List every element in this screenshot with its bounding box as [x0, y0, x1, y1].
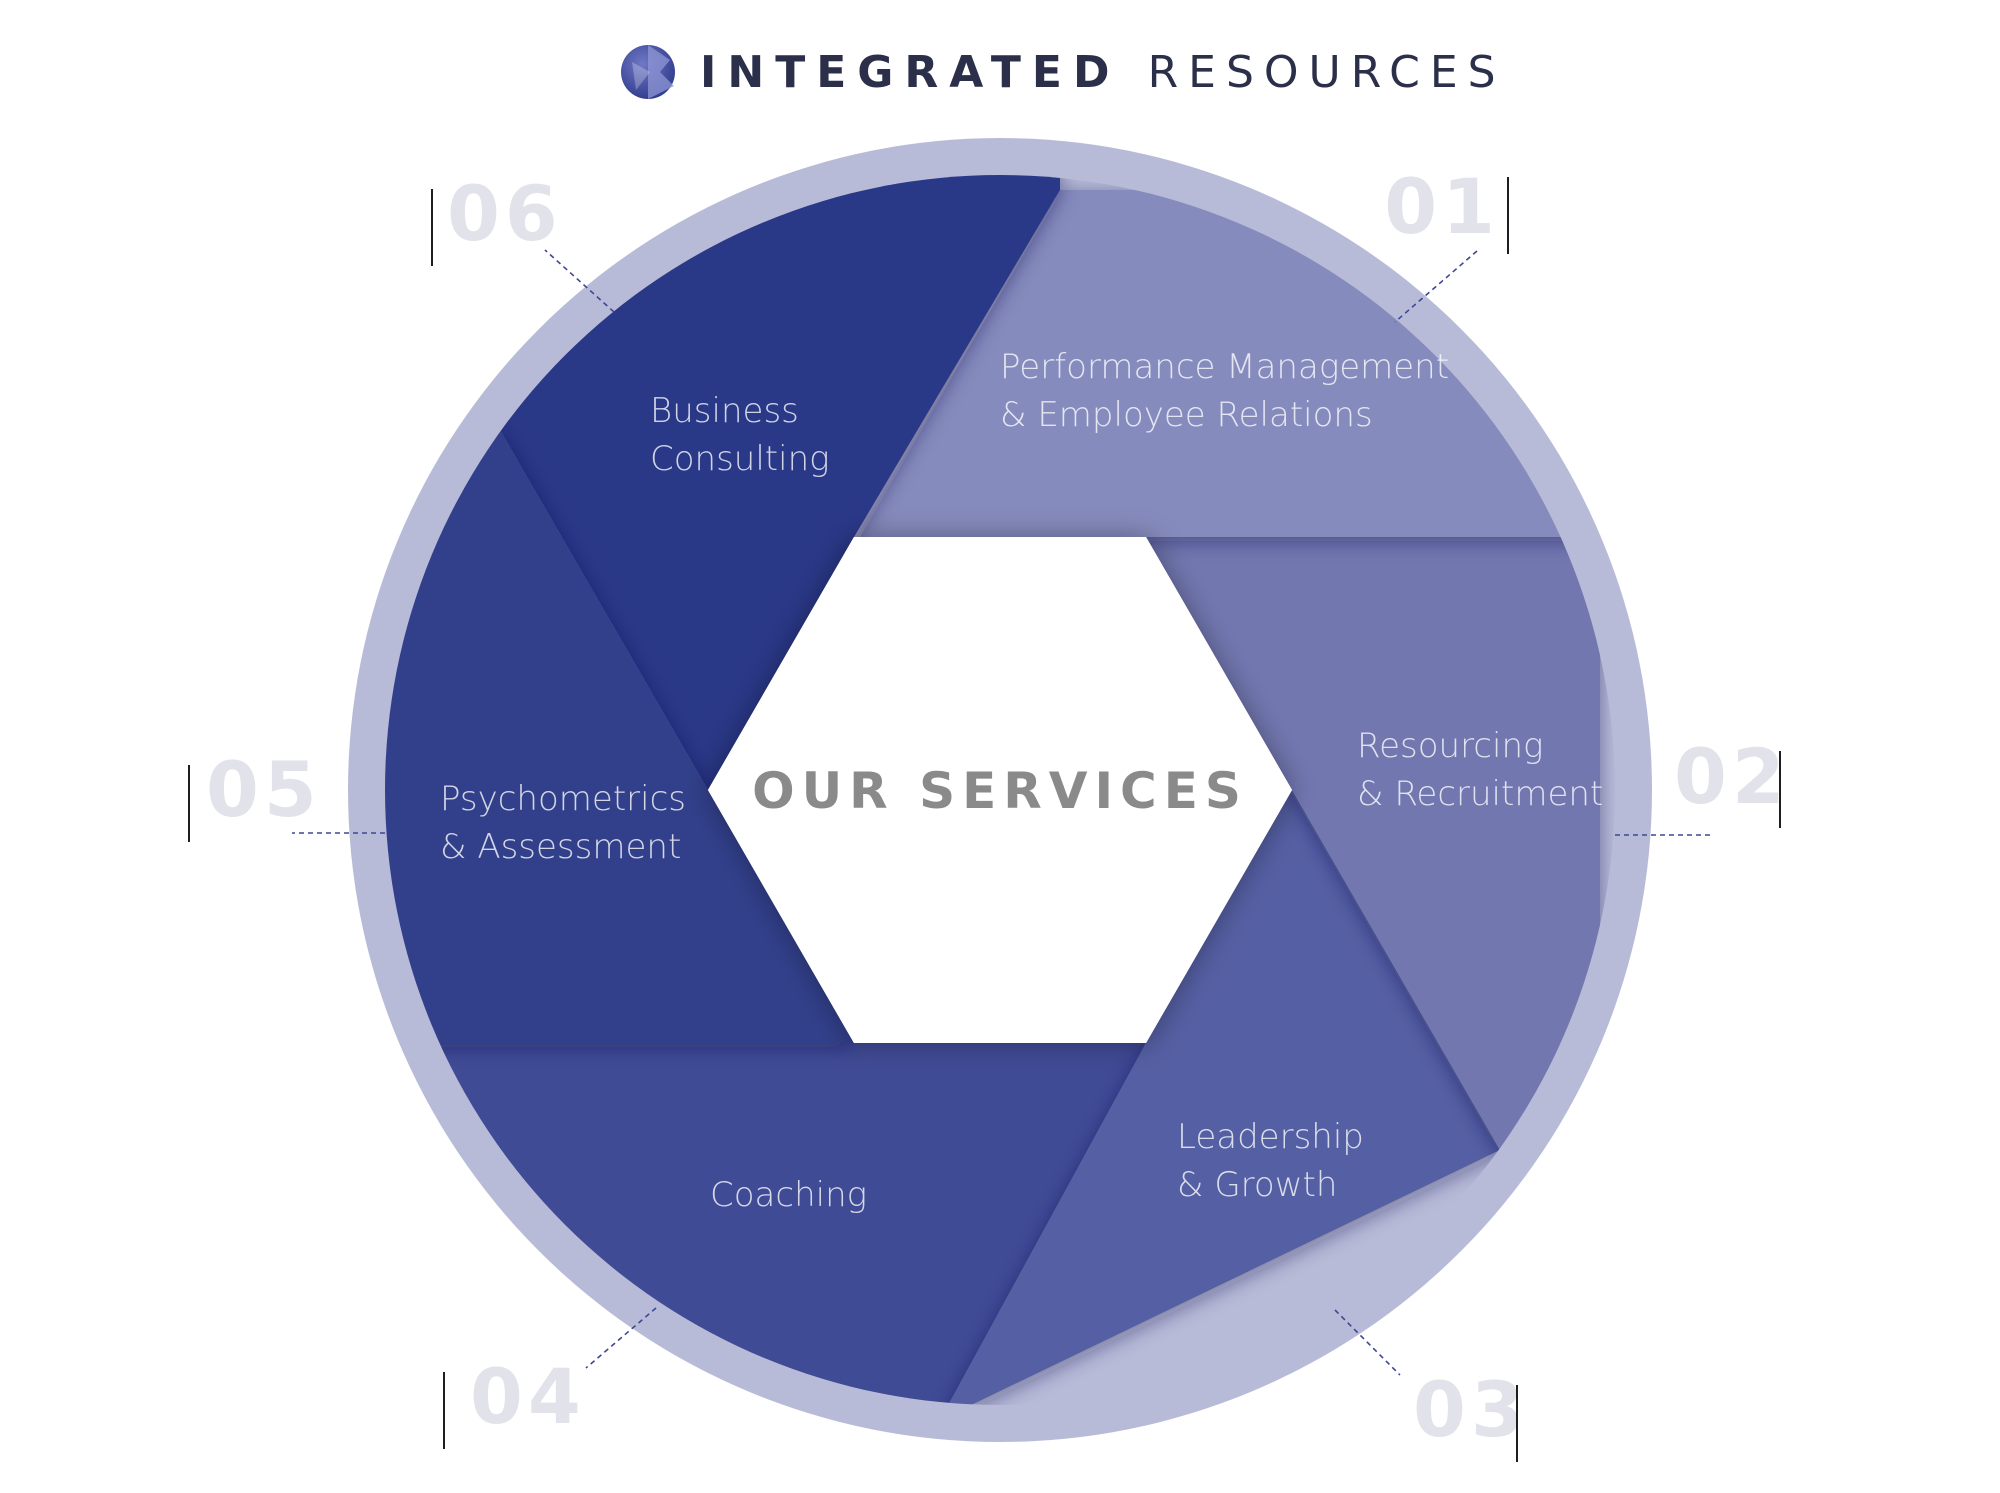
- service-label-01: Performance Management & Employee Relatio…: [1000, 347, 1449, 435]
- leader-line-04: [585, 1307, 657, 1369]
- service-number-06: 06: [447, 169, 563, 258]
- service-label-02: Resourcing & Recruitment: [1357, 726, 1603, 814]
- service-label-line: Leadership: [1177, 1117, 1364, 1157]
- service-label-line: Psychometrics: [440, 779, 686, 819]
- service-label-line: Resourcing: [1357, 726, 1543, 766]
- service-label-line: & Growth: [1177, 1165, 1337, 1205]
- sphere-logo-icon: [621, 45, 675, 99]
- center-title: OUR SERVICES: [752, 762, 1248, 820]
- leader-line-01: [1394, 250, 1478, 323]
- service-number-02: 02: [1674, 732, 1790, 821]
- segment-06: [500, 175, 1060, 790]
- service-label-line: Performance Management: [1000, 347, 1449, 387]
- service-label-line: & Assessment: [440, 827, 681, 867]
- brand-header: INTEGRATED RESOURCES: [621, 45, 1506, 99]
- service-label-05: Psychometrics & Assessment: [440, 779, 686, 867]
- segment-02: [1146, 537, 1600, 1160]
- callouts-group: 01 02 03 04 05 06: [188, 162, 1790, 1462]
- leader-line-03: [1334, 1309, 1401, 1376]
- service-number-01: 01: [1384, 162, 1500, 251]
- service-number-03: 03: [1413, 1365, 1529, 1454]
- service-number-04: 04: [470, 1352, 586, 1441]
- brand-name-light: RESOURCES: [1148, 47, 1506, 98]
- service-number-05: 05: [206, 745, 322, 834]
- segment-05: [385, 430, 854, 1043]
- service-label-line: Coaching: [710, 1175, 867, 1215]
- brand-name: INTEGRATED RESOURCES: [700, 47, 1506, 98]
- service-label-line: & Recruitment: [1357, 774, 1603, 814]
- labels-group: Performance Management & Employee Relatio…: [440, 347, 1603, 1215]
- segment-03: [940, 790, 1500, 1405]
- service-label-line: & Employee Relations: [1000, 395, 1373, 435]
- leader-line-06: [544, 249, 615, 313]
- service-label-04: Coaching: [710, 1175, 867, 1215]
- brand-name-bold: INTEGRATED: [700, 47, 1121, 98]
- service-label-03: Leadership & Growth: [1177, 1117, 1364, 1205]
- service-label-line: Business: [650, 391, 799, 431]
- service-label-line: Consulting: [650, 439, 830, 479]
